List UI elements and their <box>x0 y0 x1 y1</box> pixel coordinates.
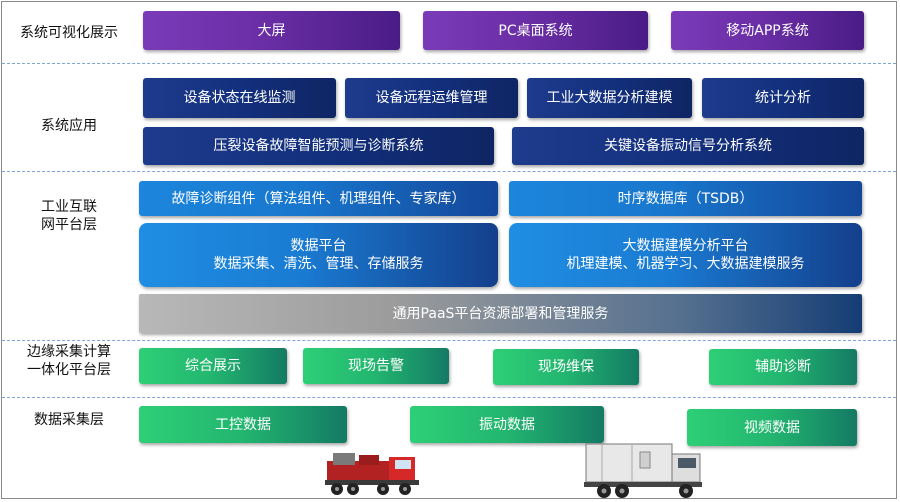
edge-maintenance: 现场维保 <box>493 349 639 385</box>
app-online-monitoring: 设备状态在线监测 <box>143 78 336 118</box>
layer-label-platform: 工业互联 网平台层 <box>41 199 97 233</box>
collection-vibration-data: 振动数据 <box>410 406 604 443</box>
fracturing-truck-image <box>325 453 419 495</box>
app-statistics: 统计分析 <box>702 78 864 118</box>
app-bigdata-modeling: 工业大数据分析建模 <box>527 78 692 118</box>
layer-label-application: 系统应用 <box>41 118 97 134</box>
edge-alarm: 现场告警 <box>303 348 449 384</box>
layer-label-visualization: 系统可视化展示 <box>20 25 118 41</box>
app-fault-prediction: 压裂设备故障智能预测与诊断系统 <box>143 127 494 165</box>
platform-data-platform: 数据平台 数据采集、清洗、管理、存储服务 <box>139 223 498 287</box>
layer-separator <box>2 171 896 172</box>
layer-separator <box>2 397 896 398</box>
platform-diagnosis-components: 故障诊断组件（算法组件、机理组件、专家库） <box>139 181 498 216</box>
platform-bigdata-platform: 大数据建模分析平台 机理建模、机器学习、大数据建模服务 <box>509 223 862 287</box>
viz-big-screen: 大屏 <box>143 11 400 50</box>
layer-separator <box>2 340 896 341</box>
monitoring-truck-image <box>584 443 702 498</box>
edge-assisted-diagnosis: 辅助诊断 <box>709 349 857 385</box>
layer-label-collection: 数据采集层 <box>34 412 104 428</box>
collection-video-data: 视频数据 <box>687 409 857 446</box>
layer-separator <box>2 63 896 64</box>
platform-tsdb: 时序数据库（TSDB） <box>509 181 862 216</box>
viz-pc-desktop: PC桌面系统 <box>423 11 648 50</box>
app-remote-maintenance: 设备远程运维管理 <box>345 78 518 118</box>
app-vibration-analysis: 关键设备振动信号分析系统 <box>512 127 864 165</box>
data-platform-subtitle: 数据采集、清洗、管理、存储服务 <box>213 256 424 272</box>
platform-paas: 通用PaaS平台资源部署和管理服务 <box>139 294 862 333</box>
bigdata-platform-title: 大数据建模分析平台 <box>622 238 749 254</box>
edge-dashboard: 综合展示 <box>139 348 287 384</box>
layer-label-edge: 边缘采集计算 一体化平台层 <box>27 344 111 378</box>
viz-mobile-app: 移动APP系统 <box>671 11 864 50</box>
bigdata-platform-subtitle: 机理建模、机器学习、大数据建模服务 <box>566 256 805 272</box>
data-platform-title: 数据平台 <box>290 238 347 254</box>
collection-control-data: 工控数据 <box>139 406 347 443</box>
